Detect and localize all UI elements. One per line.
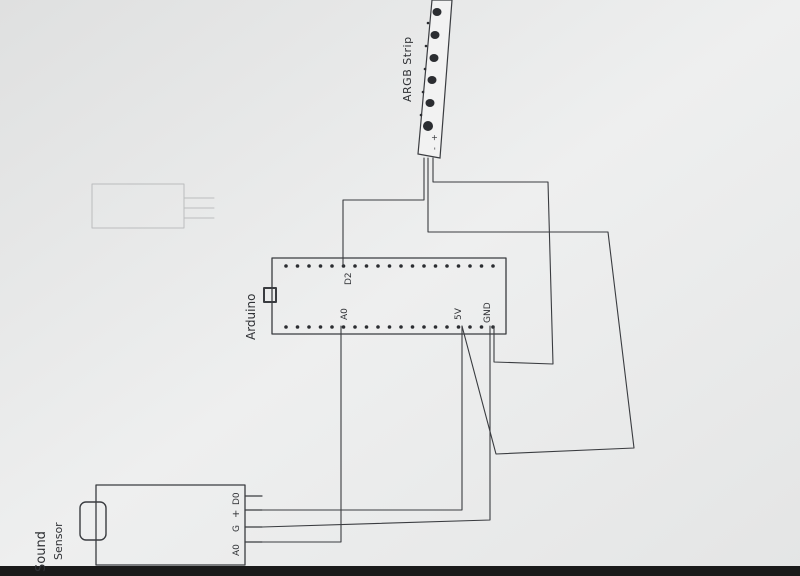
- arduino-bottom-pin: [307, 325, 311, 329]
- arduino-bottom-pin: [479, 325, 484, 329]
- arduino-top-pin: [422, 264, 426, 268]
- arduino-bottom-pin: [410, 325, 415, 329]
- arduino-top-pin: [307, 264, 311, 268]
- strip-leds: [423, 8, 442, 131]
- pin-label-gnd: GND: [483, 302, 493, 323]
- arduino-bottom-pin: [341, 325, 346, 329]
- arduino-top-pin: [295, 264, 300, 268]
- arduino-bottom-pin: [376, 325, 380, 329]
- pin-label-d2: D2: [344, 272, 354, 285]
- sensor-pin-label-do: D0: [232, 492, 242, 505]
- arduino-top-pin: [284, 264, 288, 268]
- sensor-label-line1: Sound: [34, 531, 49, 572]
- microphone-icon: [79, 501, 107, 541]
- arduino-bottom-pin: [433, 325, 438, 329]
- pin-label-5v: 5V: [454, 307, 464, 320]
- wire-a0-to-sensor-ao: [261, 325, 342, 543]
- arduino-bottom-pin: [422, 325, 426, 329]
- wires: [261, 157, 635, 543]
- arduino-top-pin: [479, 264, 484, 268]
- sensor-label-line2: Sensor: [52, 522, 65, 560]
- arduino-bottom-pin: [456, 325, 461, 329]
- pin-label-a0: A0: [340, 308, 350, 320]
- strip-plus-mark: +: [430, 134, 439, 141]
- arduino-board: Arduino D2 A0 5V GND: [244, 257, 507, 340]
- strip-small-dots: [419, 21, 430, 117]
- arduino-top-pin: [433, 264, 438, 268]
- arduino-label: Arduino: [244, 294, 258, 340]
- sensor-pin-label-ao: A0: [232, 544, 242, 556]
- arduino-top-pin: [410, 264, 415, 268]
- wire-strip-minus-to-gnd: [432, 157, 554, 365]
- sound-sensor: Sound Sensor A0 G + D0: [34, 484, 263, 572]
- arduino-top-pin: [456, 264, 461, 268]
- sensor-pin-label-g: G: [232, 525, 242, 532]
- strip-minus-mark: -: [430, 147, 439, 150]
- usb-port: [263, 287, 277, 303]
- arduino-top-pin: [387, 264, 392, 268]
- arduino-outline: [271, 257, 507, 335]
- sensor-pin-label-plus: +: [231, 510, 242, 518]
- wire-strip-data-to-d2: [342, 157, 425, 267]
- arduino-bottom-pin: [353, 325, 357, 329]
- arduino-bottom-pin: [318, 325, 323, 329]
- arduino-top-pin: [376, 264, 380, 268]
- arduino-top-pin: [330, 264, 334, 268]
- arduino-top-pin: [364, 264, 369, 268]
- arduino-top-pin: [491, 264, 495, 268]
- arduino-top-pin: [353, 264, 357, 268]
- wire-gnd-to-sensor-g: [261, 325, 491, 528]
- arduino-bottom-pin: [387, 325, 392, 329]
- sensor-outline: [95, 484, 246, 566]
- arduino-bottom-pin: [399, 325, 403, 329]
- arduino-top-pin: [468, 264, 472, 268]
- arduino-bottom-pin: [364, 325, 369, 329]
- strip-label: ARGB Strip: [401, 36, 414, 102]
- arduino-bottom-pin: [295, 325, 300, 329]
- arduino-top-pin: [399, 264, 403, 268]
- arduino-bottom-pin: [284, 325, 288, 329]
- arduino-top-pin: [318, 264, 323, 268]
- bottom-edge: [0, 566, 800, 576]
- arduino-bottom-pin: [468, 325, 472, 329]
- wire-5v-to-sensor-plus: [261, 325, 463, 511]
- erased-sketch: [91, 183, 215, 229]
- arduino-bottom-pin: [445, 325, 449, 329]
- argb-strip: - + ARGB Strip: [401, 0, 453, 159]
- arduino-bottom-pin: [330, 325, 334, 329]
- arduino-top-pin: [445, 264, 449, 268]
